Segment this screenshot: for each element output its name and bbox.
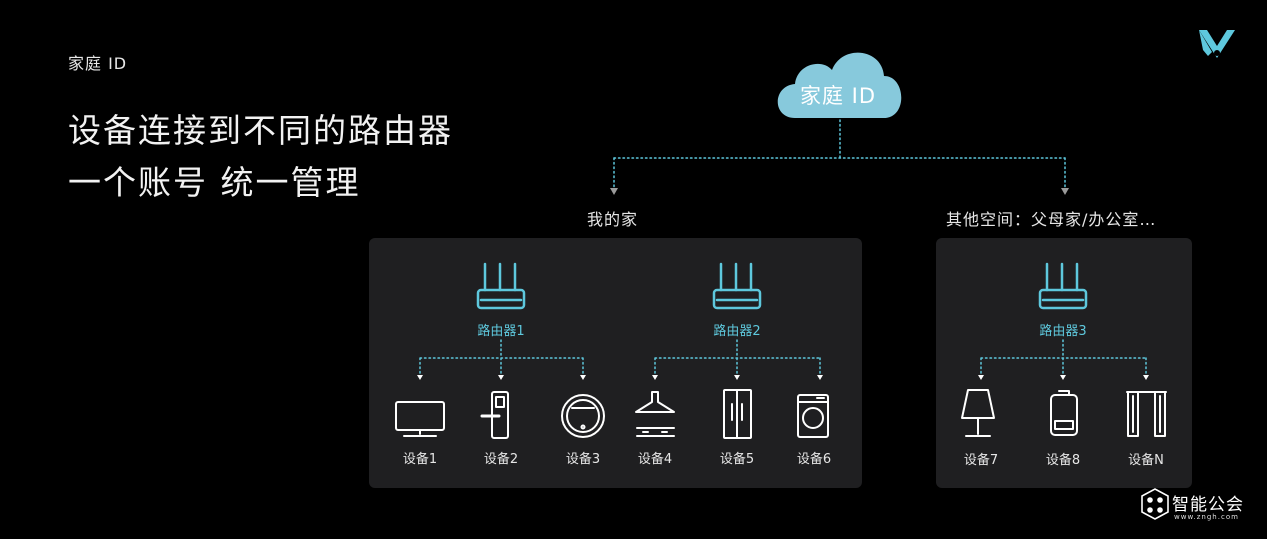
arrow-icon	[610, 188, 618, 195]
router-icon	[476, 262, 526, 310]
lamp-icon	[961, 389, 995, 437]
router-label-3: 路由器3	[1039, 324, 1087, 339]
router-label-2: 路由器2	[713, 324, 761, 339]
device-label-6: 设备6	[796, 452, 832, 467]
arrow-icon	[1061, 188, 1069, 195]
router-icon	[712, 262, 762, 310]
water-heater-icon	[1050, 390, 1078, 436]
my-home-panel	[369, 238, 862, 488]
headline-line-1: 设备连接到不同的路由器	[68, 111, 453, 150]
curtain-icon	[1126, 391, 1167, 437]
device-label-7: 设备7	[963, 453, 999, 468]
router-label-1: 路由器1	[477, 324, 525, 339]
space-label-other: 其他空间：父母家/办公室…	[946, 210, 1157, 229]
smart-lock-icon	[480, 391, 509, 439]
monitor-icon	[395, 401, 445, 437]
range-hood-icon	[635, 391, 675, 437]
cloud-label: 家庭 ID	[800, 84, 877, 108]
device-label-3: 设备3	[565, 452, 601, 467]
refrigerator-icon	[723, 389, 752, 439]
cloud-icon	[777, 52, 902, 118]
device-label-4: 设备4	[637, 452, 673, 467]
router-icon	[1038, 262, 1088, 310]
page-eyebrow: 家庭 ID	[68, 54, 128, 73]
watermark-logo-icon	[1141, 488, 1169, 520]
other-space-panel	[936, 238, 1192, 488]
headline-line-2: 一个账号 统一管理	[68, 163, 361, 202]
watermark-text: 智能公会	[1172, 495, 1244, 515]
device-label-8: 设备8	[1045, 453, 1081, 468]
device-label-5: 设备5	[719, 452, 755, 467]
watermark-sub: www.zngh.com	[1174, 513, 1239, 521]
space-label-my-home: 我的家	[587, 210, 639, 229]
robot-vacuum-icon	[561, 394, 605, 438]
washing-machine-icon	[797, 394, 829, 438]
device-label-n: 设备N	[1128, 453, 1164, 468]
device-label-1: 设备1	[402, 452, 438, 467]
device-label-2: 设备2	[483, 452, 519, 467]
